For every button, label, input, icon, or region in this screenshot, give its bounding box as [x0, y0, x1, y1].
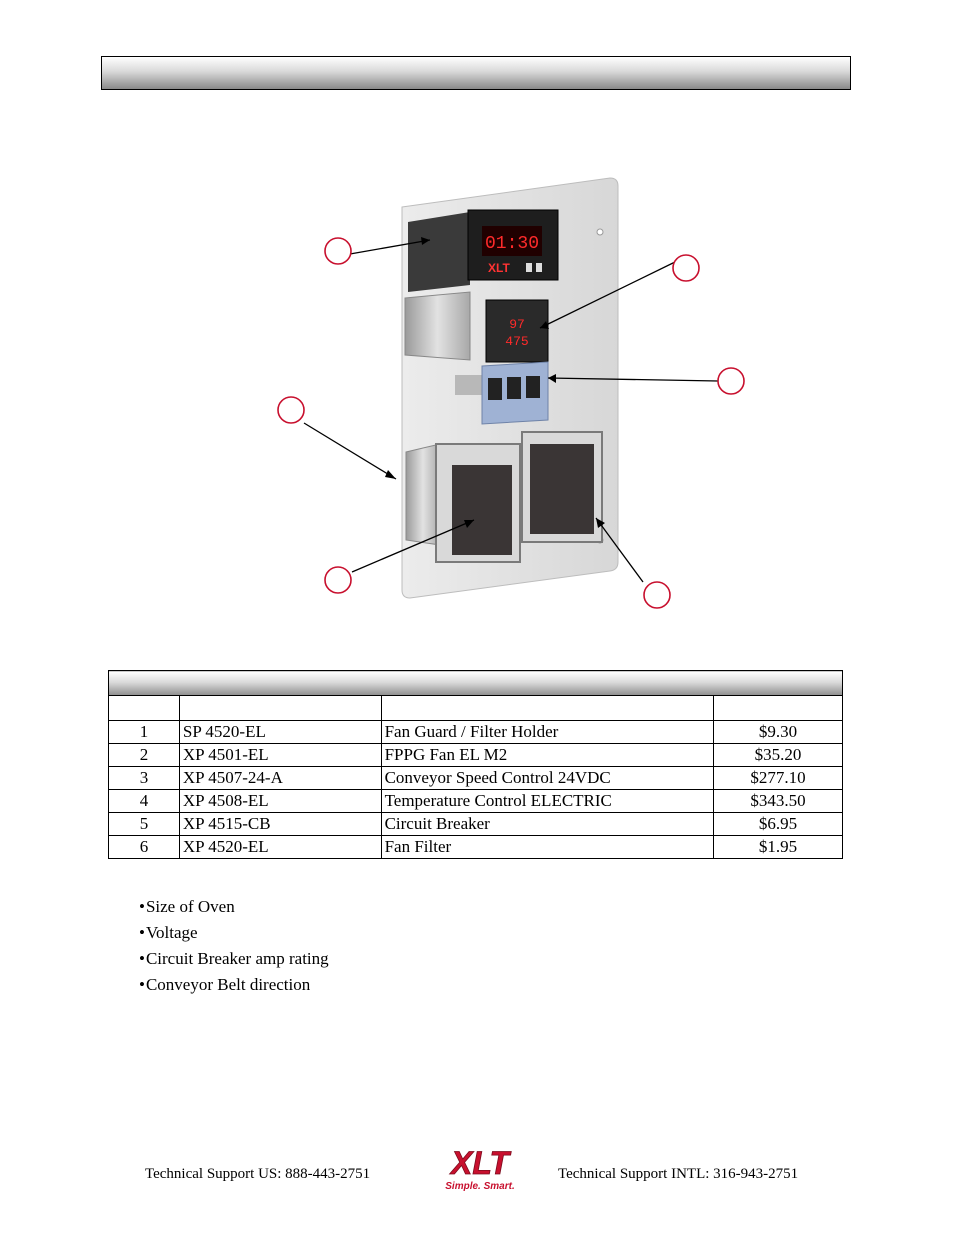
- speed-control-housing: [408, 212, 470, 292]
- callout-circle: [277, 396, 305, 424]
- part-description: Temperature Control ELECTRIC: [380, 789, 715, 813]
- part-description: Circuit Breaker: [380, 812, 715, 836]
- speed-display-window: [482, 226, 542, 256]
- speed-button: [536, 263, 542, 272]
- footer-support-intl: Technical Support INTL: 316-943-2751: [558, 1166, 799, 1182]
- item-number: 4: [108, 789, 180, 813]
- list-item: Conveyor Belt direction: [139, 973, 329, 999]
- temp-control-heatsink: [404, 291, 471, 361]
- callout-line: [539, 261, 676, 329]
- part-price: $343.50: [713, 789, 843, 813]
- part-number: XP 4508-EL: [178, 789, 382, 813]
- callout-arrowhead: [385, 470, 396, 479]
- callout-circle: [643, 581, 671, 609]
- xlt-logo: XLT Simple. Smart.: [445, 1145, 514, 1192]
- callout-circle: [324, 566, 352, 594]
- temp-display-top: 97: [509, 317, 525, 332]
- item-number: 3: [108, 766, 180, 790]
- circuit-breaker-bracket: [455, 375, 485, 395]
- table-row: 6 XP 4520-EL Fan Filter $1.95: [108, 835, 843, 859]
- parts-table: 1 SP 4520-EL Fan Guard / Filter Holder $…: [108, 670, 843, 859]
- callout-arrowhead: [548, 374, 556, 383]
- ordering-notes-list: Size of Oven Voltage Circuit Breaker amp…: [139, 895, 329, 999]
- callout-circle: [324, 237, 352, 265]
- part-price: $35.20: [713, 743, 843, 767]
- part-description: Fan Filter: [380, 835, 715, 859]
- footer-support-us: Technical Support US: 888-443-2751: [145, 1166, 371, 1182]
- part-price: $1.95: [713, 835, 843, 859]
- list-item: Size of Oven: [139, 895, 329, 921]
- callout-line: [349, 239, 431, 255]
- callout-arrowhead: [421, 237, 430, 245]
- switch-2: [507, 377, 521, 399]
- part-price: $277.10: [713, 766, 843, 790]
- part-number: XP 4515-CB: [178, 812, 382, 836]
- section-header-bar: [101, 56, 851, 90]
- callout-circle: [717, 367, 745, 395]
- part-description: Fan Guard / Filter Holder: [380, 720, 715, 744]
- mounting-hole: [596, 228, 604, 236]
- callout-circle: [672, 254, 700, 282]
- part-number: SP 4520-EL: [178, 720, 382, 744]
- temp-display-bottom: 475: [505, 334, 528, 349]
- part-number: XP 4501-EL: [178, 743, 382, 767]
- temp-control-fascia: [485, 299, 549, 363]
- callout-line: [547, 377, 719, 382]
- filter-pad-left: [452, 465, 512, 555]
- item-number: 2: [108, 743, 180, 767]
- part-price: $9.30: [713, 720, 843, 744]
- fan-body: [405, 443, 441, 546]
- item-number: 6: [108, 835, 180, 859]
- item-number: 5: [108, 812, 180, 836]
- list-item: Voltage: [139, 921, 329, 947]
- callout-line: [303, 422, 397, 480]
- callout-arrowhead: [596, 518, 605, 528]
- control-panel-diagram: 01:30 XLT 97 475: [277, 177, 745, 609]
- part-description: FPPG Fan EL M2: [380, 743, 715, 767]
- item-number: 1: [108, 720, 180, 744]
- part-number: XP 4507-24-A: [178, 766, 382, 790]
- part-price: $6.95: [713, 812, 843, 836]
- table-row: 2 XP 4501-EL FPPG Fan EL M2 $35.20: [108, 743, 843, 767]
- list-item: Circuit Breaker amp rating: [139, 947, 329, 973]
- logo-wordmark: XLT: [449, 1145, 512, 1181]
- switch-3: [526, 376, 540, 398]
- parts-table-header-row: [108, 695, 843, 721]
- callout-line: [351, 519, 475, 573]
- parts-table-title-row: [108, 670, 843, 696]
- table-row: 3 XP 4507-24-A Conveyor Speed Control 24…: [108, 766, 843, 790]
- callout-line: [595, 517, 644, 583]
- part-description: Conveyor Speed Control 24VDC: [380, 766, 715, 790]
- speed-display-readout: 01:30: [485, 234, 539, 254]
- table-row: 5 XP 4515-CB Circuit Breaker $6.95: [108, 812, 843, 836]
- callout-arrowhead: [464, 520, 474, 528]
- callout-arrowhead: [540, 321, 549, 329]
- table-row: 1 SP 4520-EL Fan Guard / Filter Holder $…: [108, 720, 843, 744]
- switch-1: [488, 378, 502, 400]
- filter-pad-right: [530, 444, 594, 534]
- logo-tagline: Simple. Smart.: [445, 1181, 514, 1192]
- speed-button: [526, 263, 532, 272]
- panel-brand-logo: XLT: [488, 261, 510, 275]
- table-row: 4 XP 4508-EL Temperature Control ELECTRI…: [108, 789, 843, 813]
- part-number: XP 4520-EL: [178, 835, 382, 859]
